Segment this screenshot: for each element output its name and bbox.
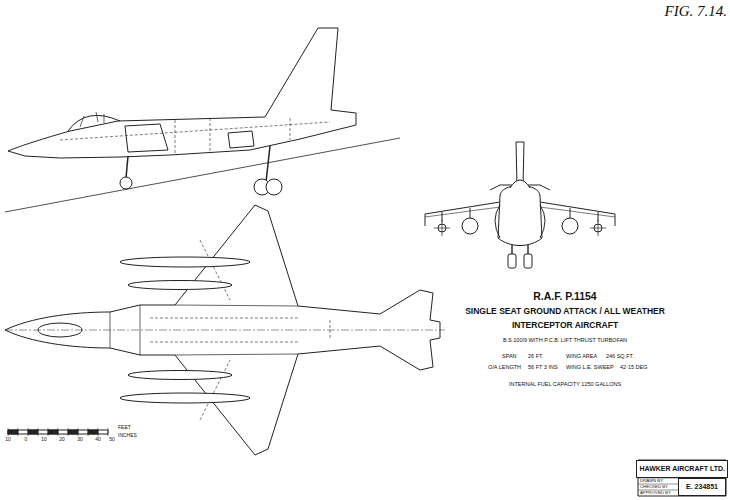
scale-number: 10 (5, 437, 11, 443)
centre-line (5, 330, 445, 331)
drop-tank (120, 393, 250, 403)
side-canopy (68, 115, 120, 131)
data-key: SPAN (502, 353, 517, 359)
fuel-note: INTERNAL FUEL CAPACITY 1250 GALLONS (509, 381, 621, 387)
store-fins (434, 220, 606, 236)
tank-front (462, 218, 478, 234)
tank-front (562, 218, 578, 234)
scale-number: 40 (95, 437, 101, 443)
engine-note: B.S.100/9 WITH P.C.B. LIFT THRUST TURBOF… (503, 337, 627, 343)
main-gear-leg (266, 146, 270, 182)
side-fuselage (8, 28, 356, 158)
scale-unit: INCHES (118, 433, 137, 439)
data-value: 246 SQ.FT. (606, 353, 634, 359)
scale-unit: FEET (118, 425, 131, 431)
side-canopy-frame (80, 112, 104, 127)
side-hidden-lines (60, 118, 330, 154)
data-value: 26 FT. (528, 353, 543, 359)
front-fin (516, 142, 524, 186)
scale-fill (8, 430, 98, 434)
title-line: SINGLE SEAT GROUND ATTACK / ALL WEATHER (465, 307, 665, 316)
data-key: O/A LENGTH (488, 364, 521, 370)
title-block-company: HAWKER AIRCRAFT LTD. (636, 460, 728, 478)
title-block (638, 460, 726, 496)
scale-ticks (8, 428, 108, 436)
data-key: WING AREA (566, 353, 597, 359)
front-intakes (495, 205, 545, 238)
title-block-field: DRAWN BY (640, 479, 663, 484)
nose-wheel (120, 177, 132, 189)
scale-number: 30 (77, 437, 83, 443)
scale-number: 20 (59, 437, 65, 443)
front-wheel (508, 254, 516, 268)
side-nozzle (228, 131, 254, 148)
data-value: 42·15 DEG (620, 364, 648, 370)
drawing-title: R.A.F. P.1154 (533, 291, 596, 303)
front-canopy (510, 180, 530, 188)
main-wheel (266, 179, 282, 195)
store (128, 281, 232, 290)
scale-number: 10 (41, 437, 47, 443)
front-fuselage (498, 186, 542, 246)
drawing-number-box: E. 234851 (678, 478, 726, 496)
figure-number: FIG. 7.14. (665, 3, 728, 20)
front-wheel (524, 254, 532, 268)
title-block-text: E. 234851 (686, 483, 718, 491)
outrigger (425, 214, 615, 226)
data-value: 56 FT 3 INS (528, 364, 558, 370)
store (128, 371, 232, 380)
scale-number: 50 (109, 437, 115, 443)
title-block-text: HAWKER AIRCRAFT LTD. (639, 465, 725, 473)
scale-number: 0 (25, 437, 28, 443)
drop-tank (120, 257, 250, 267)
nose-gear-leg (126, 156, 128, 178)
title-block-field: APPROVED BY (640, 491, 671, 496)
title-block-field: CHECKED BY (640, 485, 668, 490)
data-key: WING L.E. SWEEP (566, 364, 614, 370)
title-line: INTERCEPTOR AIRCRAFT (512, 321, 618, 330)
side-intake (125, 124, 168, 152)
